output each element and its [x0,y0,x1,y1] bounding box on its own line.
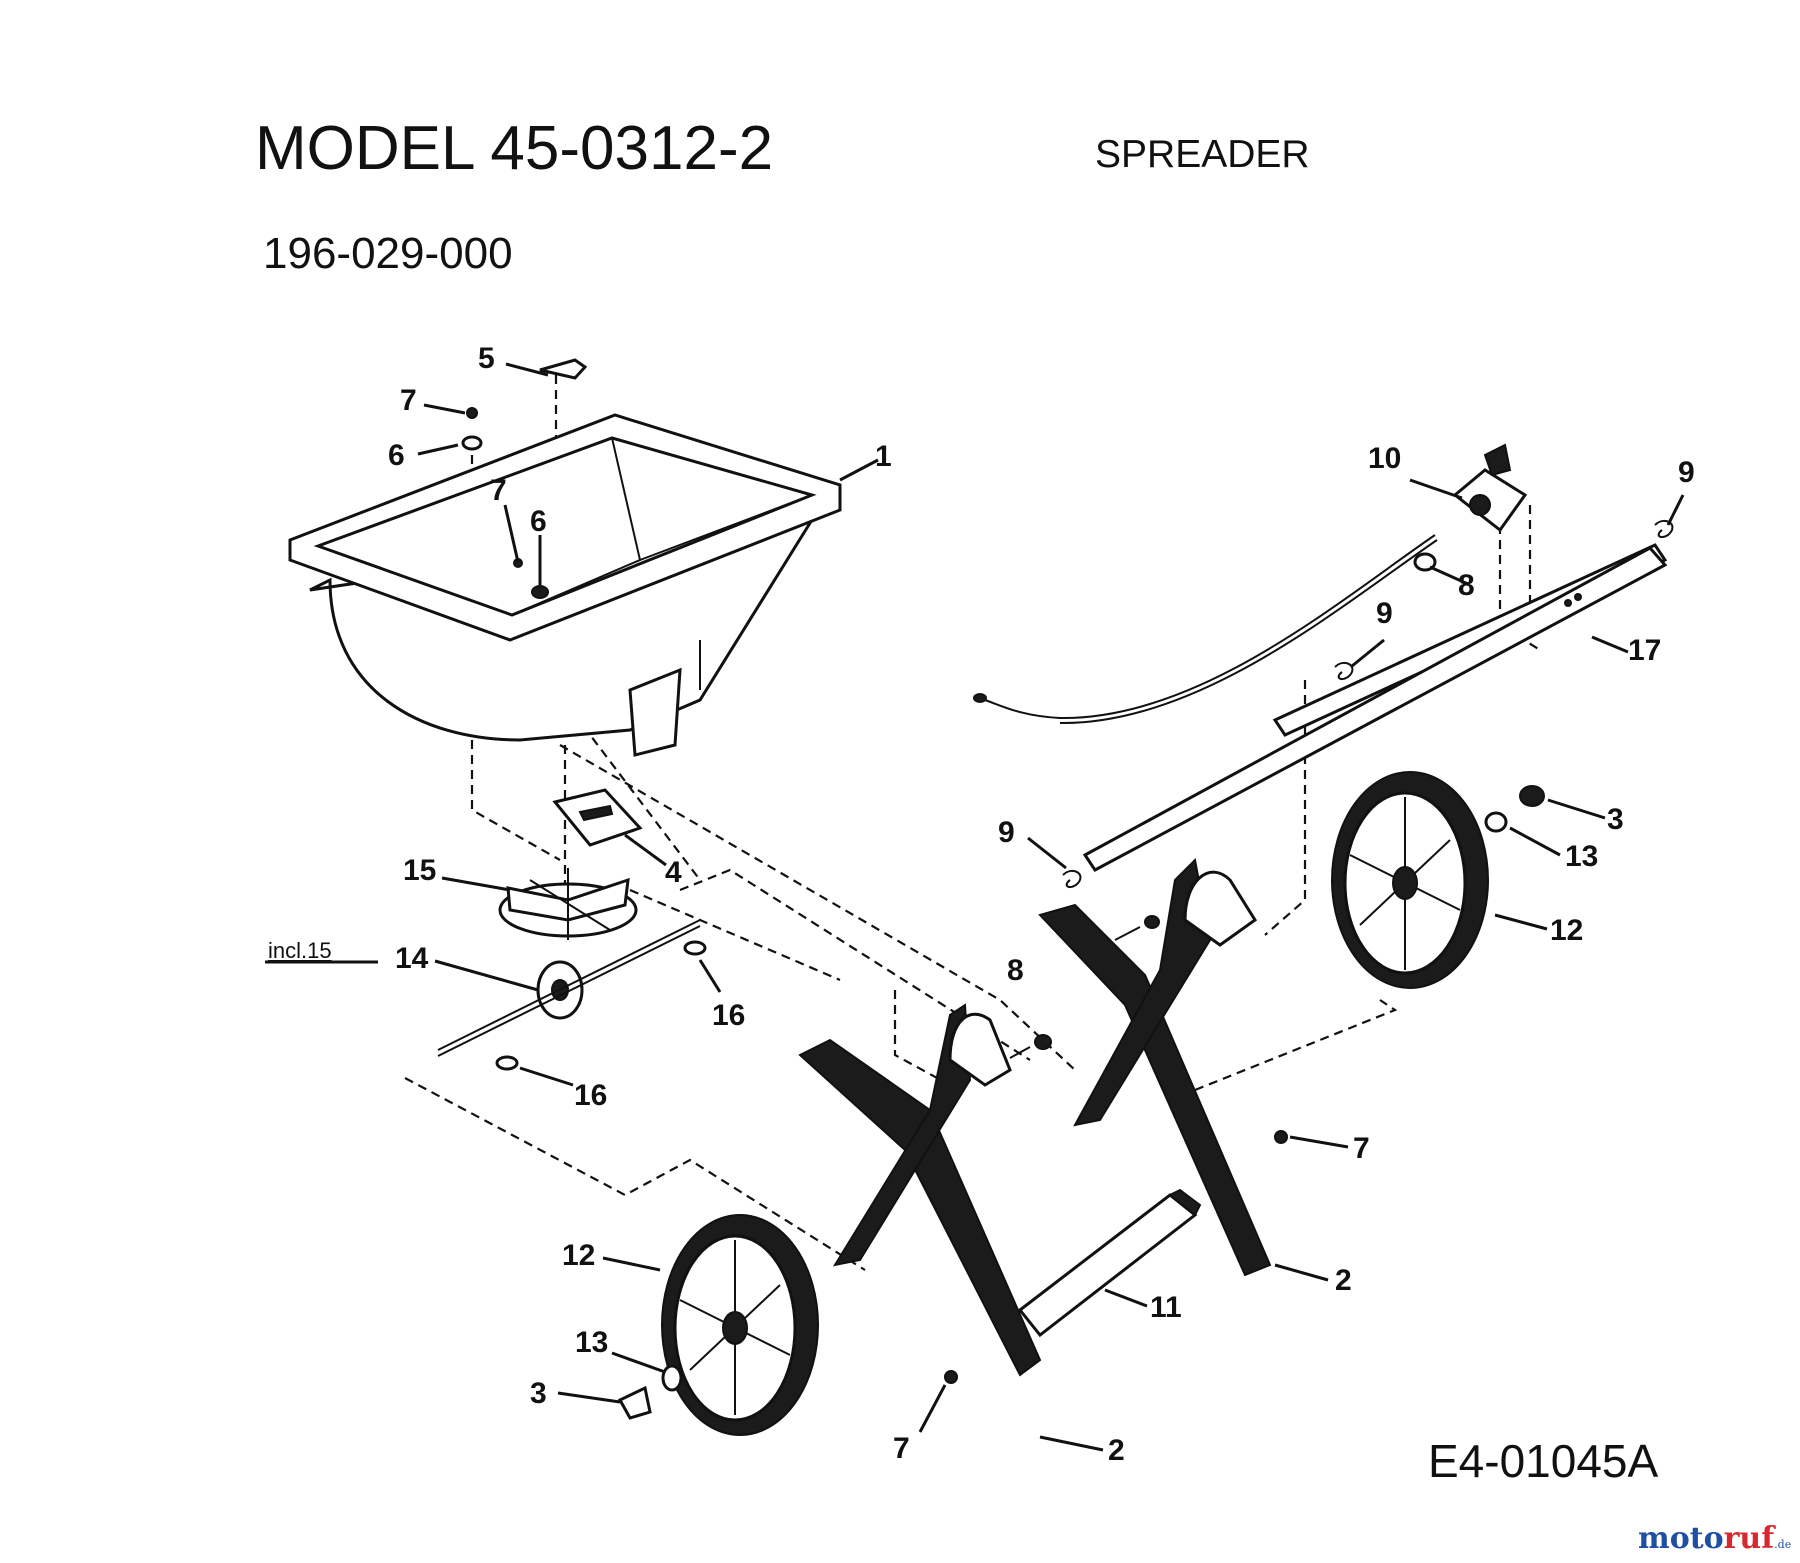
leader-lines [265,362,1685,1452]
frame-rear [1038,857,1272,1277]
watermark-part1: moto [1638,1521,1724,1556]
watermark-part3: .de [1774,1538,1792,1551]
callout-cross-brace: 11 [1150,1291,1182,1324]
handle-clips [1062,519,1674,889]
callout-shutter-plate: 4 [665,856,682,889]
callout-clip-handle-top: 9 [1678,456,1695,489]
control-lever [973,443,1528,725]
cross-brace [1017,1188,1202,1338]
watermark-part2: ruf [1723,1521,1775,1556]
wheel-right [1331,771,1489,989]
callout-frame-rear: 2 [1335,1264,1352,1297]
callout-axle-washer-right: 13 [1565,840,1598,873]
callout-bolt-frame: 8 [1007,954,1024,987]
callout-screw-frame-right: 7 [1353,1132,1370,1165]
callout-handle: 17 [1628,634,1661,667]
frame-front [798,1003,1042,1377]
shutter-plate [552,788,643,847]
impeller [498,868,638,940]
watermark-logo: motoruf.de [1638,1524,1791,1554]
callout-cotter-pin-upper: 16 [712,999,745,1032]
callout-cotter-pin-lower: 16 [574,1079,607,1112]
callout-control-lever: 10 [1368,442,1401,475]
callout-wheel-left: 12 [562,1239,595,1272]
part-number: 196-029-000 [263,229,513,278]
callout-wheel-right: 12 [1550,914,1583,947]
model-title: MODEL 45-0312-2 [255,114,774,183]
figure-code: E4-01045A [1428,1435,1659,1487]
frame-hardware [944,552,1437,1384]
callout-washer-top: 6 [388,439,405,472]
callout-bolt-control: 8 [1458,569,1475,602]
callout-impeller: 15 [403,854,436,887]
callout-screw-inner: 7 [490,474,507,507]
product-type: SPREADER [1095,133,1310,176]
callout-clip-handle-mid: 9 [1376,597,1393,630]
callout-frame-front: 2 [1108,1434,1125,1467]
callout-gear-box: 14 [395,942,429,975]
incl-note: incl.15 [268,938,332,963]
hopper [288,413,842,757]
wheel-left [661,1214,819,1436]
callout-clip-handle-low: 9 [998,816,1015,849]
callouts: 1 5 7 6 7 6 4 15 14 incl.15 16 16 10 8 9… [268,342,1695,1467]
axle-hardware [617,785,1545,1420]
handle [1082,543,1668,872]
callout-axle-washer-left: 13 [575,1326,608,1359]
cotter-pins [495,940,707,1071]
callout-hubcap-left: 3 [530,1377,547,1410]
callout-washer-inner: 6 [530,505,547,538]
gear-box [437,919,701,1057]
callout-screw-frame-bottom: 7 [893,1432,910,1465]
hopper-hardware [461,358,588,599]
callout-hopper-pin: 5 [478,342,495,375]
callout-hopper: 1 [875,440,892,473]
callout-screw-top: 7 [400,384,417,417]
callout-hubcap-right: 3 [1607,803,1624,836]
